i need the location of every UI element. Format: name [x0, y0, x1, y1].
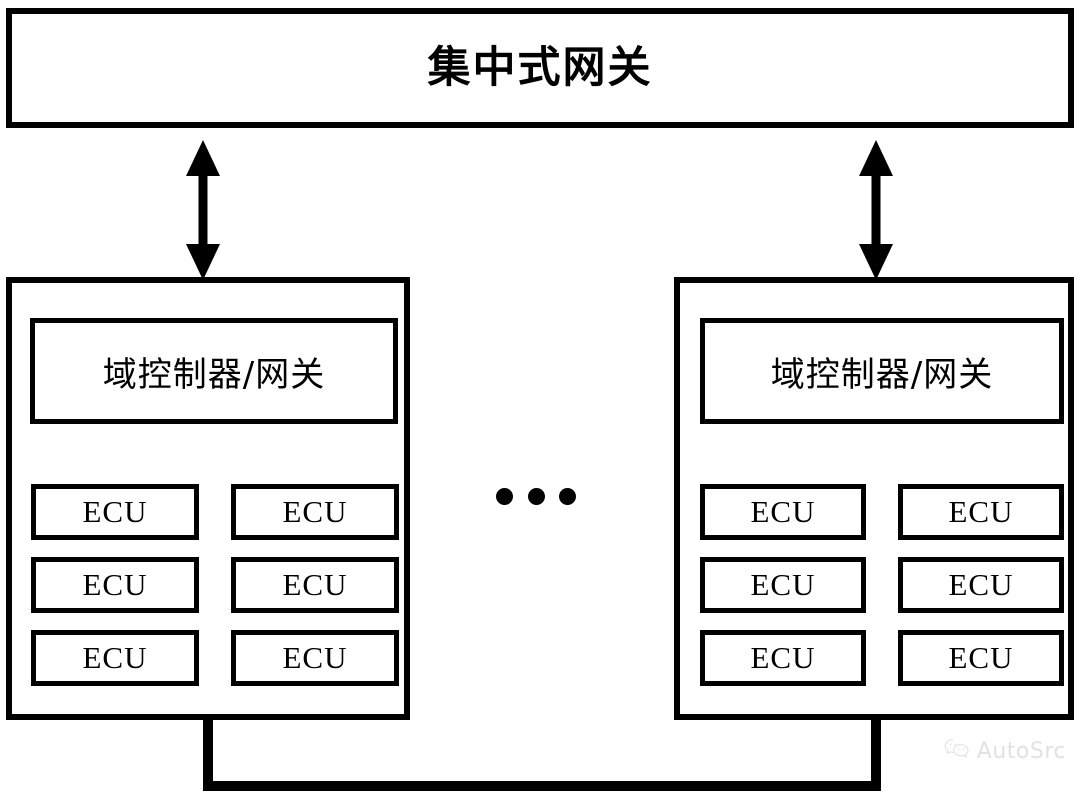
ecu-box: ECU — [898, 484, 1064, 540]
ecu-box: ECU — [31, 557, 199, 613]
ellipsis-dot — [527, 487, 545, 505]
domain-bus-line — [203, 716, 881, 791]
ecu-box: ECU — [231, 484, 399, 540]
domain-controller-box-right: 域控制器/网关 — [700, 318, 1064, 424]
ellipsis-more-domains — [496, 482, 576, 510]
ecu-label: ECU — [82, 640, 148, 675]
domain-controller-label: 域控制器/网关 — [102, 354, 326, 395]
ecu-box: ECU — [31, 484, 199, 540]
ecu-label: ECU — [82, 494, 148, 529]
domain-controller-label: 域控制器/网关 — [770, 354, 994, 395]
watermark: AutoSrc — [944, 738, 1066, 765]
ecu-label: ECU — [948, 494, 1014, 529]
watermark-text: AutoSrc — [976, 739, 1066, 764]
central-gateway-box: 集中式网关 — [6, 8, 1074, 128]
ecu-grid-left: ECU ECU ECU ECU ECU ECU — [31, 484, 399, 686]
ecu-box: ECU — [898, 557, 1064, 613]
ecu-box: ECU — [31, 630, 199, 686]
ecu-label: ECU — [750, 567, 816, 602]
ecu-label: ECU — [82, 567, 148, 602]
domain-group-left: 域控制器/网关 ECU ECU ECU ECU ECU ECU — [6, 277, 410, 720]
ecu-box: ECU — [898, 630, 1064, 686]
ecu-label: ECU — [750, 494, 816, 529]
ecu-label: ECU — [282, 494, 348, 529]
wechat-icon — [944, 738, 970, 765]
domain-controller-box-left: 域控制器/网关 — [30, 318, 398, 424]
ellipsis-dot — [496, 487, 513, 505]
right-gateway-link-arrow — [859, 140, 893, 280]
ecu-label: ECU — [282, 567, 348, 602]
ecu-label: ECU — [750, 640, 816, 675]
ecu-box: ECU — [700, 484, 866, 540]
ecu-label: ECU — [282, 640, 348, 675]
ecu-box: ECU — [231, 630, 399, 686]
ecu-grid-right: ECU ECU ECU ECU ECU ECU — [700, 484, 1064, 686]
ecu-box: ECU — [700, 630, 866, 686]
central-gateway-label: 集中式网关 — [427, 42, 653, 93]
left-gateway-link-arrow — [186, 140, 220, 280]
domain-group-right: 域控制器/网关 ECU ECU ECU ECU ECU ECU — [674, 277, 1074, 720]
ecu-label: ECU — [948, 640, 1014, 675]
ecu-box: ECU — [231, 557, 399, 613]
ellipsis-dot — [559, 487, 576, 505]
ecu-box: ECU — [700, 557, 866, 613]
ecu-label: ECU — [948, 567, 1014, 602]
